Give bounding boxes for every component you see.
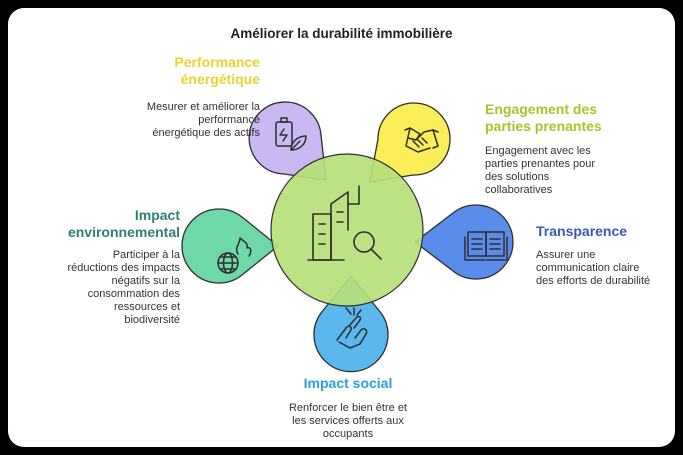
- center-circle: [270, 153, 424, 307]
- social-heading: Impact social: [248, 375, 448, 392]
- performance-description: Mesurer et améliorer la performance éner…: [90, 101, 260, 140]
- environnemental-description-line: réductions des impacts: [67, 262, 181, 274]
- performance-description-line: performance: [198, 114, 260, 126]
- performance-description-line: énergétique des actifs: [152, 127, 260, 139]
- transparence-description-line: communication claire: [536, 262, 640, 274]
- transparence-description-line: des efforts de durabilité: [536, 275, 651, 287]
- performance-heading: Performance énergétique: [126, 54, 260, 88]
- environnemental-description-line: biodiversité: [124, 314, 180, 326]
- building-search-icon: [307, 185, 382, 261]
- engagement-description-line: collaboratives: [485, 184, 553, 196]
- environnemental-description-line: Participer à la: [112, 249, 180, 261]
- social-heading-line: Impact social: [303, 375, 393, 391]
- helping-hands-icon: [336, 307, 368, 349]
- performance-bubble: [248, 101, 327, 181]
- diagram-art: [181, 101, 514, 373]
- environnemental-description-line: ressources et: [113, 301, 180, 313]
- engagement-heading-line: parties prenantes: [485, 118, 602, 134]
- battery-leaf-icon: [275, 117, 307, 151]
- transparence-heading: Transparence: [536, 223, 671, 240]
- environnemental-bubble: [181, 208, 280, 284]
- environnemental-heading-line: environnemental: [67, 224, 180, 240]
- engagement-bubble: [369, 102, 451, 183]
- environnemental-heading: Impact environnemental: [38, 207, 180, 241]
- engagement-description-line: des solutions: [485, 171, 550, 183]
- transparence-description-line: Assurer une: [536, 249, 596, 261]
- performance-heading-line: énergétique: [180, 71, 260, 87]
- environnemental-description-line: négatifs sur la: [111, 275, 180, 287]
- performance-description-line: Mesurer et améliorer la: [146, 101, 260, 113]
- open-book-icon: [464, 231, 508, 261]
- social-description-line: Renforcer le bien être et: [288, 402, 407, 414]
- social-description-line: les services offerts aux: [292, 415, 404, 427]
- social-description: Renforcer le bien être et les services o…: [248, 402, 448, 441]
- diagram-card: Améliorer la durabilité immobilière: [8, 8, 675, 447]
- diagram-title: Améliorer la durabilité immobilière: [230, 26, 453, 41]
- transparence-heading-line: Transparence: [536, 223, 628, 239]
- engagement-description: Engagement avec les parties prenantes po…: [485, 145, 665, 197]
- environnemental-description: Participer à la réductions des impacts n…: [28, 249, 181, 327]
- globe-fire-icon: [217, 237, 252, 274]
- environnemental-heading-line: Impact: [134, 207, 180, 223]
- engagement-description-line: Engagement avec les: [485, 145, 591, 157]
- engagement-heading-line: Engagement des: [485, 101, 598, 117]
- engagement-heading: Engagement des parties prenantes: [485, 101, 665, 135]
- handshake-icon: [404, 127, 439, 153]
- transparence-bubble: [413, 204, 514, 280]
- environnemental-description-line: consommation des: [87, 288, 180, 300]
- transparence-description: Assurer une communication claire des eff…: [536, 249, 671, 288]
- social-description-line: occupants: [322, 428, 374, 440]
- engagement-description-line: parties prenantes pour: [485, 158, 596, 170]
- performance-heading-line: Performance: [174, 54, 260, 70]
